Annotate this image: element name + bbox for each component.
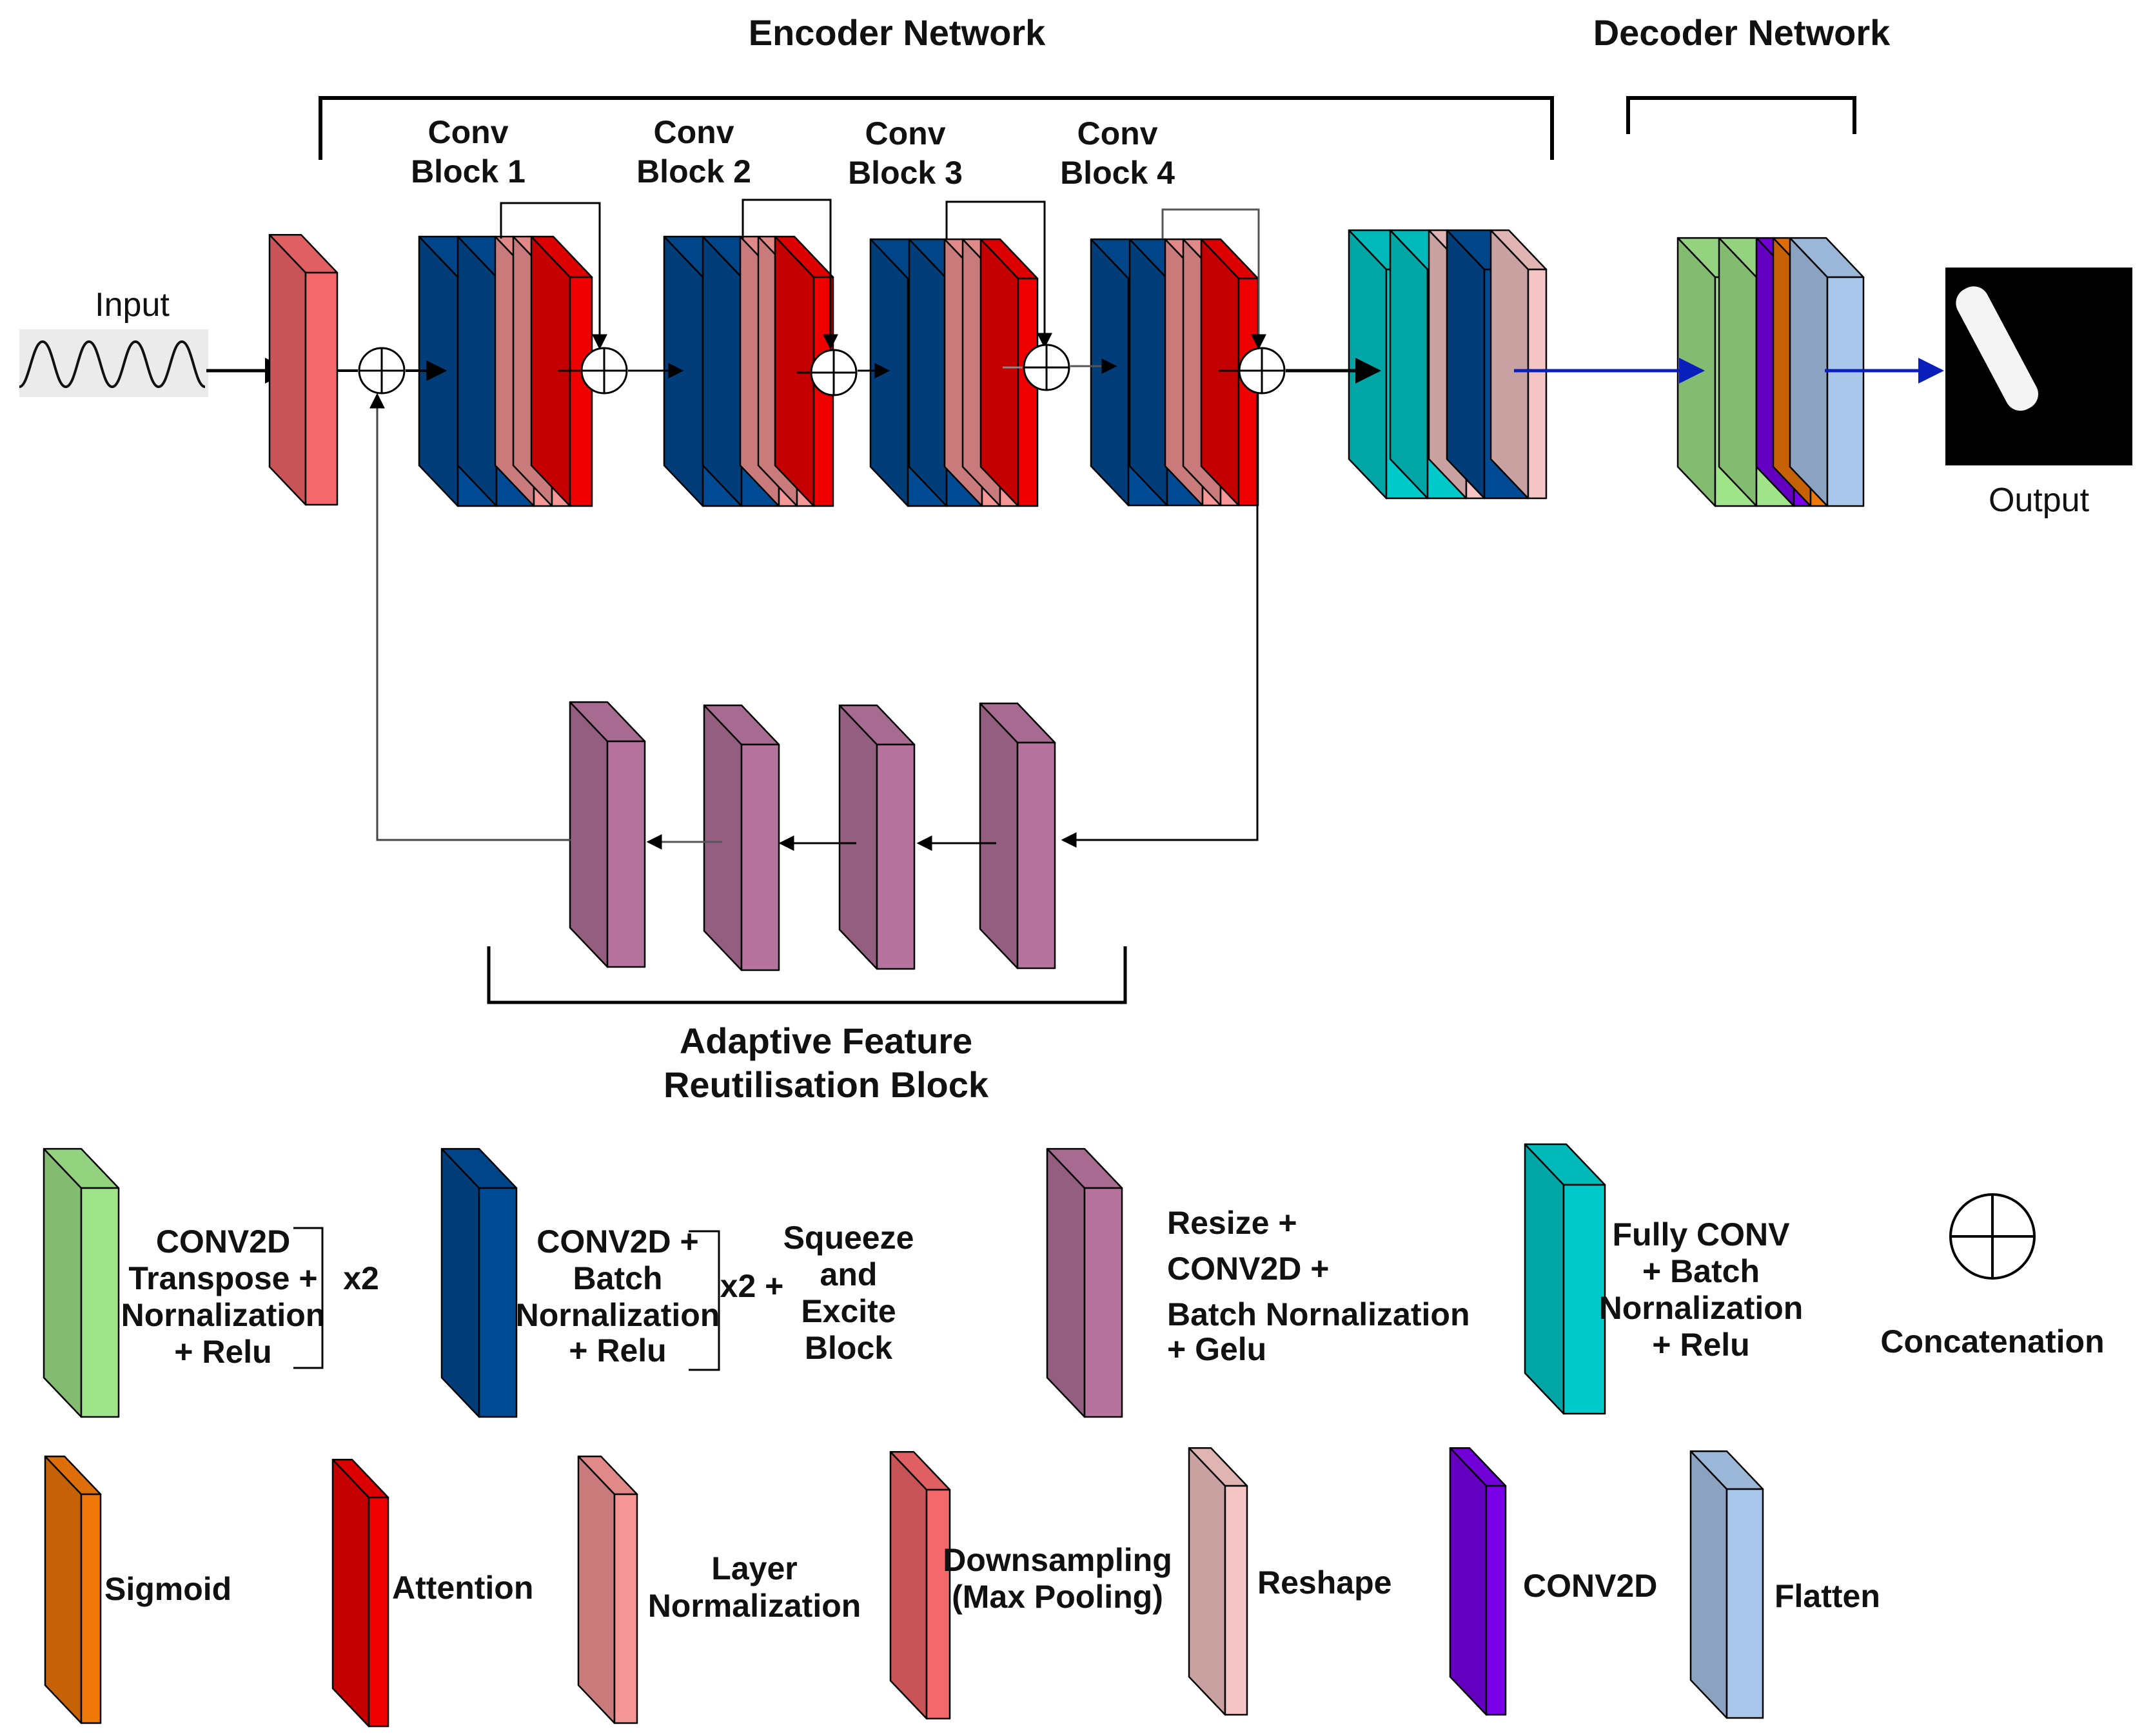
concat-node-2: [580, 347, 628, 395]
svg-text:+ Batch: + Batch: [1642, 1253, 1760, 1289]
svg-text:Block 2: Block 2: [636, 153, 751, 190]
input-wave-icon: [19, 340, 206, 389]
output-image: [1945, 268, 2132, 465]
feedback-into-afr-arrow: [1061, 395, 1259, 848]
legend-concatenation-label: Concatenation: [1880, 1323, 2104, 1360]
svg-text:+ Relu: + Relu: [1652, 1327, 1749, 1363]
concat-node-4: [1023, 344, 1070, 391]
svg-text:Conv: Conv: [428, 114, 509, 150]
legend-conv-transpose-mult: x2: [343, 1260, 379, 1296]
legend-green-slab: [43, 1147, 120, 1418]
decoder-network-title: Decoder Network: [1593, 12, 1891, 53]
conv-block-1-layer-5: [530, 235, 593, 507]
legend-layer-norm-text: Layer Normalization: [648, 1550, 861, 1624]
legend-salmon-slab: [577, 1455, 638, 1724]
legend-sigmoid-label: Sigmoid: [104, 1571, 231, 1607]
conv-block-3-label: Conv Block 3: [848, 115, 963, 191]
svg-text:Block 1: Block 1: [411, 153, 526, 190]
afr-slab-3: [838, 704, 916, 970]
legend-downsampling-text: Downsampling (Max Pooling): [943, 1542, 1172, 1615]
svg-text:CONV2D +: CONV2D +: [536, 1224, 698, 1260]
svg-text:Normalization: Normalization: [648, 1588, 861, 1624]
svg-text:(Max Pooling): (Max Pooling): [952, 1579, 1163, 1615]
svg-text:Nornalization: Nornalization: [516, 1297, 720, 1333]
skip-connection-block2: [742, 199, 838, 350]
legend-mauve-slab: [1046, 1147, 1123, 1418]
encoder-network-title: Encoder Network: [749, 12, 1046, 53]
legend-red-slab: [331, 1458, 389, 1728]
svg-text:Block 4: Block 4: [1060, 155, 1175, 191]
afr-bracket: [487, 946, 1127, 1004]
legend-lightblue-slab: [1689, 1450, 1764, 1719]
svg-text:+ Relu: + Relu: [569, 1332, 666, 1369]
legend-concat-icon: [1949, 1193, 2036, 1280]
svg-text:Nornalization: Nornalization: [121, 1297, 326, 1333]
svg-text:Resize +: Resize +: [1167, 1205, 1297, 1241]
afr-slab-1: [569, 701, 646, 968]
legend-teal-slab: [1524, 1143, 1606, 1415]
svg-text:CONV2D +: CONV2D +: [1167, 1251, 1329, 1287]
conv-block-3-layer-5: [979, 238, 1039, 507]
afr-title: Adaptive Feature Reutilisation Block: [664, 1020, 989, 1105]
svg-text:Block 3: Block 3: [848, 155, 963, 191]
legend-flatten-label: Flatten: [1775, 1578, 1880, 1614]
afr-feedback-to-input-arrow: [369, 393, 571, 841]
decoder-stack-layer-5: [1789, 237, 1865, 507]
output-label: Output: [1989, 482, 2090, 519]
legend-attention-label: Attention: [392, 1570, 533, 1606]
legend-conv2d-label: CONV2D: [1523, 1568, 1657, 1604]
legend-conv-transpose-brace: [293, 1227, 324, 1369]
svg-text:Transpose +: Transpose +: [128, 1260, 317, 1296]
decoder-bracket: [1626, 96, 1856, 134]
svg-text:CONV2D: CONV2D: [156, 1224, 290, 1260]
concat-node-3: [810, 349, 858, 396]
legend-conv-transpose-text: CONV2D Transpose + Nornalization + Relu: [121, 1224, 326, 1370]
fully-conv-stack-layer-5: [1489, 229, 1548, 500]
svg-text:Batch: Batch: [573, 1260, 663, 1296]
legend-conv-bn-mult: x2 +: [720, 1268, 784, 1304]
legend-orange-slab: [44, 1455, 102, 1724]
legend-resize-text: Resize + CONV2D + Batch Nornalization + …: [1167, 1205, 1470, 1367]
afr-slab-2: [703, 704, 780, 971]
svg-text:Excite: Excite: [801, 1293, 896, 1329]
encoder-bracket: [319, 96, 1554, 160]
legend-conv-bn-brace: [689, 1230, 720, 1371]
svg-text:Block: Block: [805, 1330, 892, 1366]
conv-block-4-label: Conv Block 4: [1060, 115, 1175, 191]
legend-navy-slab: [440, 1147, 518, 1418]
skip-connection-block1: [500, 202, 607, 350]
input-downsample-slab: [268, 233, 339, 506]
conv-block-2-label: Conv Block 2: [636, 114, 751, 190]
skip-connection-block3: [945, 200, 1052, 349]
svg-text:Reutilisation Block: Reutilisation Block: [664, 1064, 989, 1105]
svg-text:Conv: Conv: [654, 114, 734, 150]
svg-text:and: and: [820, 1256, 878, 1292]
legend-purple-slab: [1449, 1447, 1507, 1716]
legend-pink-slab: [1188, 1447, 1248, 1716]
svg-text:Squeeze: Squeeze: [783, 1220, 914, 1256]
legend-fully-conv-text: Fully CONV + Batch Nornalization + Relu: [1599, 1216, 1804, 1363]
legend-reshape-label: Reshape: [1257, 1565, 1391, 1601]
concat-node-5: [1238, 347, 1286, 395]
svg-text:Adaptive Feature: Adaptive Feature: [680, 1020, 972, 1061]
svg-text:+ Gelu: + Gelu: [1167, 1331, 1266, 1367]
svg-text:Downsampling: Downsampling: [943, 1542, 1172, 1578]
input-label: Input: [95, 286, 170, 324]
concat-node-1: [358, 347, 406, 395]
svg-text:Conv: Conv: [1077, 115, 1158, 151]
legend-squeeze-excite-text: Squeeze and Excite Block: [783, 1220, 914, 1366]
skip-connection-block4: [1161, 208, 1266, 350]
conv-block-1-label: Conv Block 1: [411, 114, 526, 190]
svg-text:Layer: Layer: [711, 1550, 797, 1586]
svg-text:Batch Nornalization: Batch Nornalization: [1167, 1296, 1470, 1332]
legend-conv-bn-text: CONV2D + Batch Nornalization + Relu: [516, 1224, 720, 1369]
legend-downsample-slab: [889, 1450, 951, 1720]
svg-text:Nornalization: Nornalization: [1599, 1290, 1804, 1326]
svg-text:+ Relu: + Relu: [174, 1334, 271, 1370]
afr-slab-4: [979, 702, 1056, 970]
svg-text:Conv: Conv: [865, 115, 946, 151]
svg-text:Fully CONV: Fully CONV: [1612, 1216, 1790, 1253]
